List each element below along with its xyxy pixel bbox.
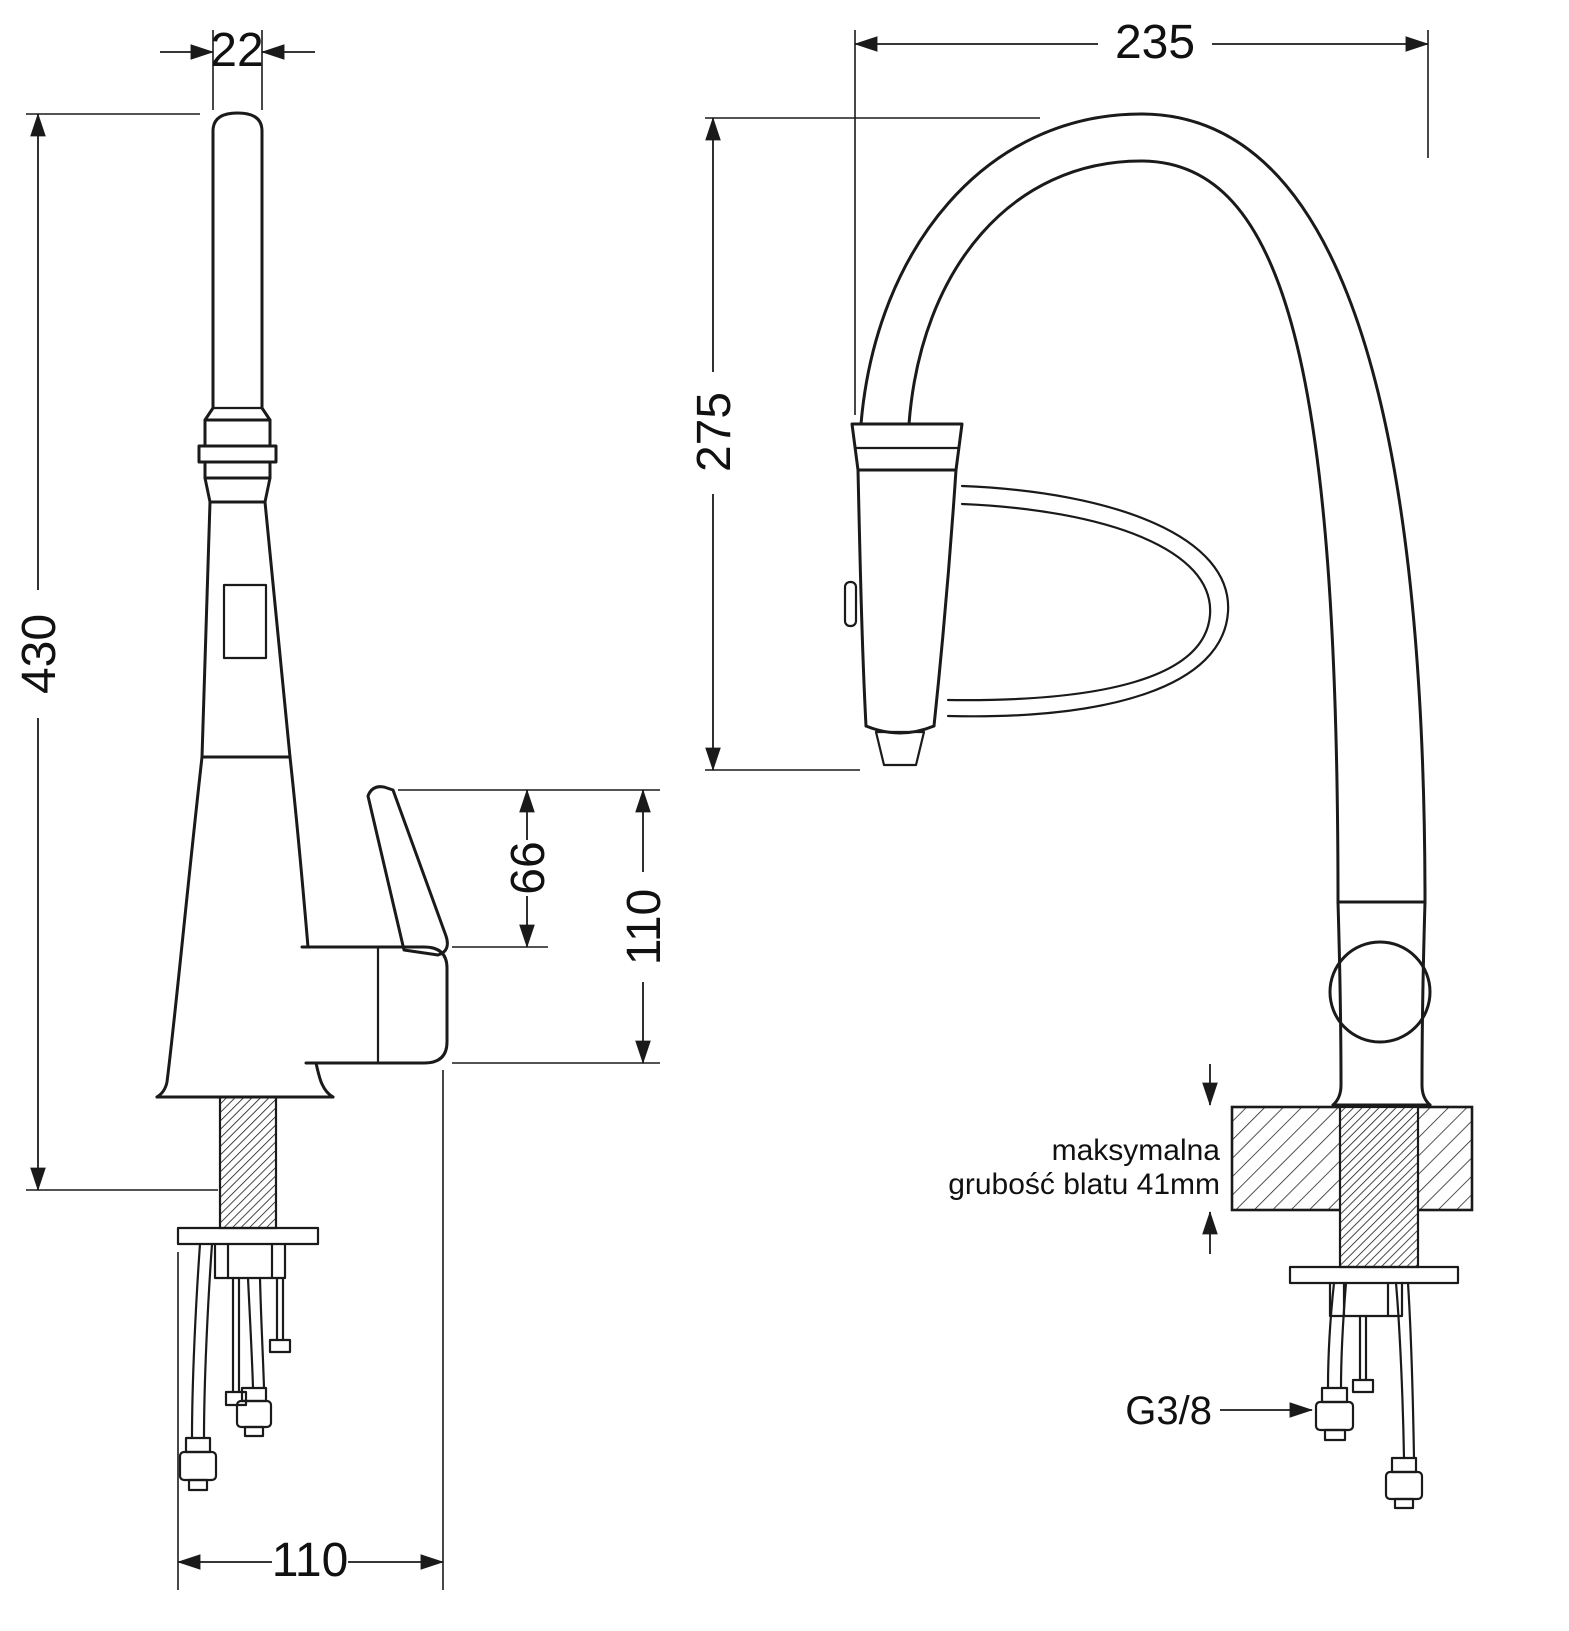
- faucet-front-outline: [843, 112, 1432, 1107]
- mounting-hardware-side: [176, 1095, 320, 1492]
- body-label-panel: [222, 583, 268, 660]
- dim-label-base-width: 110: [272, 1534, 349, 1587]
- spray-head-body: [856, 468, 958, 735]
- threaded-shank-front: [1338, 1105, 1420, 1269]
- dim-label-spout-height: 275: [688, 392, 741, 472]
- gooseneck-inner: [907, 159, 1340, 904]
- dim-label-handle-height: 110: [618, 889, 671, 966]
- countertop-slab: [1230, 1105, 1474, 1269]
- spray-button: [843, 580, 858, 628]
- g38-connector-nut: [1314, 1400, 1355, 1432]
- dim-spout-diameter: 22: [160, 24, 315, 110]
- dim-total-height: 430: [13, 113, 218, 1191]
- mounting-hardware-front: [1288, 1265, 1460, 1510]
- dim-label-spout-reach: 235: [1115, 16, 1195, 69]
- dim-spout-height: 275: [688, 117, 1040, 771]
- thread-size-callout: G3/8: [1125, 1389, 1313, 1433]
- countertop-note-line1: maksymalna: [1052, 1134, 1221, 1167]
- dim-label-lever-height: 66: [502, 841, 555, 894]
- dim-spout-reach: 235: [854, 16, 1429, 415]
- threaded-shank: [218, 1095, 278, 1230]
- countertop-thickness-note: maksymalna grubość blatu 41mm: [948, 1064, 1220, 1254]
- handle-housing: [300, 945, 449, 1065]
- spray-nozzle: [874, 730, 926, 767]
- countertop-note-line2: grubość blatu 41mm: [948, 1168, 1220, 1201]
- gooseneck-outer: [859, 112, 1427, 904]
- pullout-hose: [946, 484, 1230, 718]
- side-view: 22 430 66 110: [13, 24, 671, 1590]
- dim-label-total-height: 430: [13, 614, 66, 694]
- dim-lever-height: 66: [398, 789, 660, 948]
- faucet-side-outline: [155, 111, 449, 1099]
- handle-lever: [366, 785, 449, 957]
- front-view: 235 275 maksymalna grubość blatu 41mm G3…: [688, 16, 1474, 1510]
- thread-size-label: G3/8: [1125, 1389, 1212, 1433]
- dim-label-spout-diameter: 22: [210, 24, 263, 77]
- body-joint-ring: [1328, 940, 1432, 1044]
- dim-base-width: 110: [177, 1070, 444, 1590]
- dim-handle-height: 110: [452, 789, 671, 1064]
